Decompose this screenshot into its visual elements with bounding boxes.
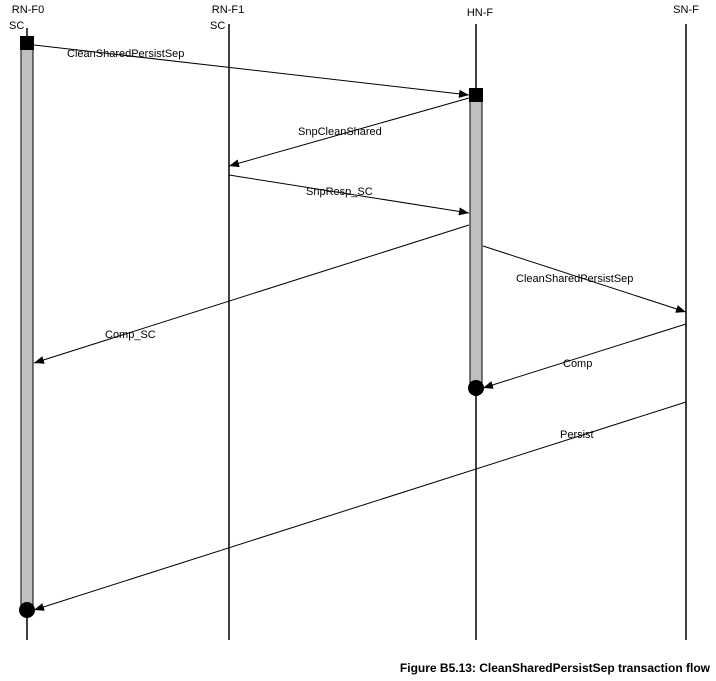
message-label-snp-resp-sc: SnpResp_SC (306, 186, 373, 198)
end-marker-rn-f0 (19, 602, 35, 618)
start-marker-rn-f0 (20, 36, 34, 50)
message-arrow-comp (482, 323, 687, 389)
message-label-comp-sc: Comp_SC (105, 329, 156, 341)
message-label-clean-shared-persist-sep-to-sn-f: CleanSharedPersistSep (516, 273, 633, 285)
node-name-hn-f: HN-F (467, 7, 494, 19)
node-state-rn-f0: SC (9, 20, 24, 32)
message-label-snp-clean-shared: SnpCleanShared (298, 126, 382, 138)
node-state-rn-f1: SC (210, 20, 225, 32)
message-arrow-comp-sc (33, 224, 470, 364)
message-arrow-clean-shared-persist-sep-to-hn-f (33, 44, 470, 98)
message-label-persist: Persist (560, 429, 594, 441)
message-arrow-clean-shared-persist-sep-to-sn-f (482, 245, 687, 313)
node-name-rn-f1: RN-F1 (212, 4, 244, 16)
message-arrow-persist (33, 401, 687, 611)
start-marker-hn-f (469, 88, 483, 102)
node-name-sn-f: SN-F (673, 4, 699, 16)
end-marker-hn-f (468, 380, 484, 396)
figure-caption: Figure B5.13: CleanSharedPersistSep tran… (400, 661, 711, 675)
message-label-clean-shared-persist-sep-to-hn-f: CleanSharedPersistSep (67, 48, 184, 60)
message-arrow-snp-resp-sc (228, 174, 470, 216)
node-name-rn-f0: RN-F0 (12, 4, 44, 16)
activation-bar-rn-f0 (20, 41, 34, 611)
message-arrow-snp-clean-shared (228, 97, 470, 168)
message-label-comp: Comp (563, 358, 592, 370)
activation-bar-hn-f (469, 89, 483, 389)
